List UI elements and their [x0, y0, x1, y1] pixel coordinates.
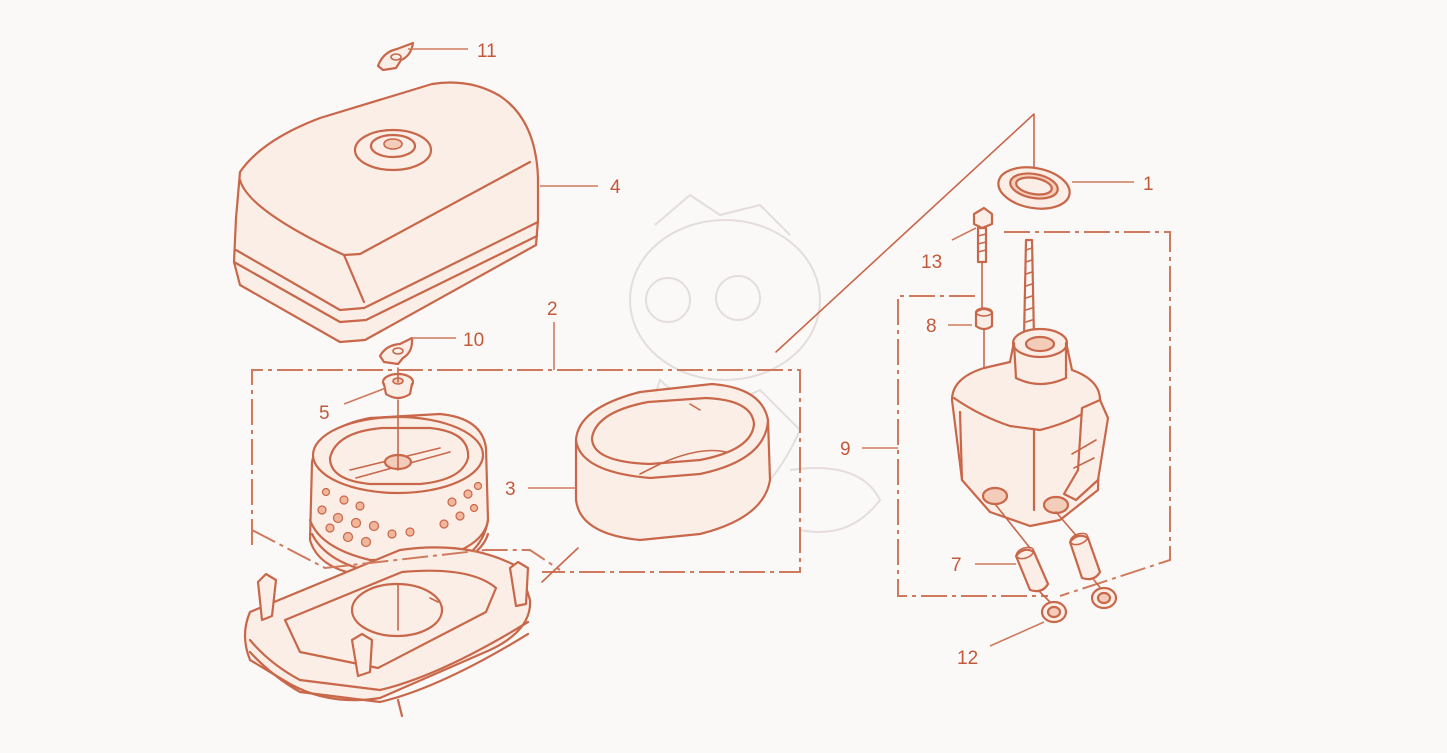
flange-nuts-part-12 [1040, 586, 1118, 624]
callout-7: 7 [951, 555, 962, 576]
wing-nut-part-11 [376, 41, 415, 72]
callout-3: 3 [505, 479, 516, 500]
bolt-part-13 [972, 206, 994, 311]
callout-labels: 11 4 2 10 5 3 1 13 8 9 7 12 [319, 41, 1154, 669]
callout-4: 4 [610, 177, 621, 198]
collar-part-8 [974, 307, 994, 373]
callout-leader-lines [343, 48, 1134, 647]
wing-nut-part-10 [378, 336, 414, 366]
collars-part-7 [1014, 532, 1103, 605]
callout-5: 5 [319, 403, 330, 424]
callout-13: 13 [921, 252, 942, 273]
paper-air-filter-element [308, 412, 490, 577]
callout-2: 2 [547, 299, 558, 320]
callout-9: 9 [840, 439, 851, 460]
air-cleaner-base [243, 546, 532, 718]
callout-1: 1 [1143, 174, 1154, 195]
air-cleaner-cover-part-4 [232, 81, 540, 344]
callout-10: 10 [463, 330, 484, 351]
gasket-part-1 [997, 166, 1071, 210]
callout-8: 8 [926, 316, 937, 337]
callout-12: 12 [957, 648, 978, 669]
callout-11: 11 [477, 41, 497, 62]
air-cleaner-case-part-9 [950, 238, 1110, 549]
foam-pre-filter-part-3 [574, 382, 772, 542]
